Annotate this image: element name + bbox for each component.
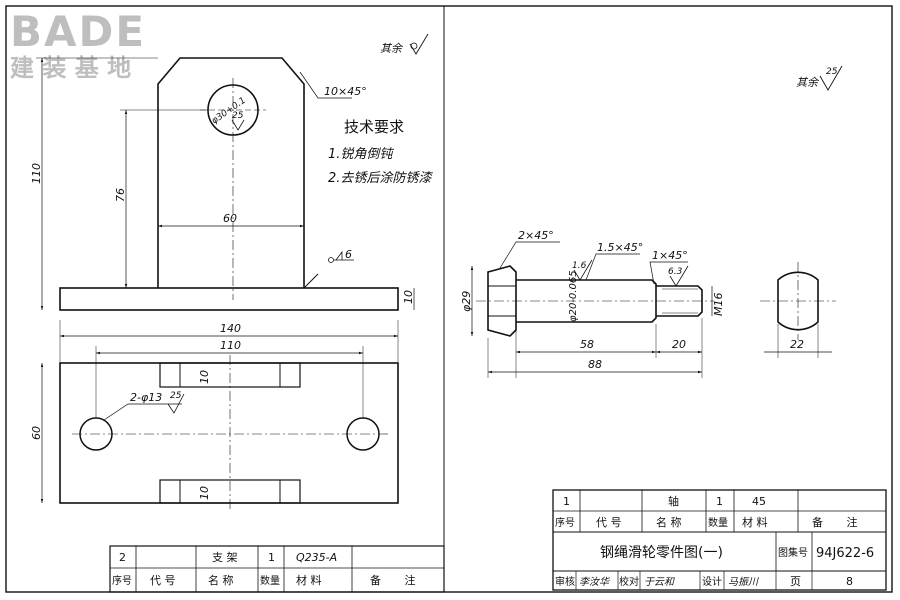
review-name: 李汝华 xyxy=(579,576,610,588)
dim-76-height: 76 xyxy=(114,188,127,202)
hole-roughness: 25 xyxy=(232,111,244,121)
watermark-logo: BADE 建 装 基 地 xyxy=(10,7,146,82)
dim-20: 20 xyxy=(672,338,686,351)
shaft-elevation xyxy=(476,265,714,337)
right-rest-roughness-value: 25 xyxy=(826,67,838,77)
check-name: 于云和 xyxy=(644,576,675,588)
tech-requirements: 技术要求 1.锐角倒钝 2.去锈后涂防锈漆 xyxy=(328,118,433,186)
rtb-qty: 1 xyxy=(716,495,723,508)
review-label: 审核 xyxy=(555,575,575,588)
shaft-end-view: 22 xyxy=(760,262,836,358)
right-rest-roughness-label: 其余 xyxy=(796,76,820,89)
design-name: 马振川 xyxy=(728,576,759,588)
chamfer-1-5x45: 1.5×45° xyxy=(597,241,643,254)
ltb-h-remark: 备 注 xyxy=(370,573,426,587)
tech-req-item-1: 1.锐角倒钝 xyxy=(328,147,394,162)
dim-88: 88 xyxy=(588,358,602,371)
rtb-h-material: 材 料 xyxy=(742,515,768,529)
ltb-h-qty: 数量 xyxy=(260,574,280,587)
chamfer-label: 10×45° xyxy=(324,85,367,98)
dim-60-width: 60 xyxy=(223,212,237,225)
ltb-h-material: 材 料 xyxy=(296,573,322,587)
sheet-border xyxy=(5,5,893,593)
plan-dimensions: 140 110 10 10 60 2-φ13 25 xyxy=(30,320,399,503)
dim-thread: M16 xyxy=(712,293,725,317)
dim-head-dia: φ29 xyxy=(460,291,473,312)
design-label: 设计 xyxy=(702,575,722,588)
dim-110-length: 110 xyxy=(220,339,241,352)
ltb-h-code: 代 号 xyxy=(150,574,176,587)
dim-plate-thickness: 10 xyxy=(402,290,415,304)
dim-60-plan: 60 xyxy=(30,426,43,440)
weld-size: 6 xyxy=(345,248,352,261)
ltb-no: 2 xyxy=(119,551,126,564)
rtb-name: 轴 xyxy=(668,494,679,508)
slot-10-top: 10 xyxy=(198,370,211,384)
shaft-dimensions: φ29 φ20-0.065 M16 58 20 88 2×45° 1.5×45°… xyxy=(460,229,725,378)
page-label: 页 xyxy=(790,575,801,588)
tech-req-title: 技术要求 xyxy=(344,118,404,136)
roughness-6-3: 6.3 xyxy=(668,267,683,277)
rtb-h-remark: 备 注 xyxy=(812,515,868,529)
bracket-elevation xyxy=(59,57,399,311)
tech-req-item-2: 2.去锈后涂防锈漆 xyxy=(328,170,433,186)
dim-shaft-dia: φ20-0.065 xyxy=(568,270,579,322)
chamfer-1x45: 1×45° xyxy=(652,249,688,262)
dim-140: 140 xyxy=(220,322,241,335)
atlas-label: 图集号 xyxy=(778,546,808,559)
roughness-1-6: 1.6 xyxy=(572,261,587,271)
bracket-plan xyxy=(59,355,399,512)
ltb-qty: 1 xyxy=(268,551,275,564)
rtb-no: 1 xyxy=(563,495,570,508)
dim-58: 58 xyxy=(580,338,594,351)
holes-label: 2-φ13 xyxy=(130,391,162,404)
ltb-name: 支 架 xyxy=(212,551,238,564)
holes-roughness: 25 xyxy=(170,391,182,401)
ltb-h-no: 序号 xyxy=(112,574,132,587)
watermark-subtitle: 建 装 基 地 xyxy=(10,54,131,82)
dim-22-flat: 22 xyxy=(790,338,804,351)
rtb-h-qty: 数量 xyxy=(708,516,728,529)
watermark-brand: BADE xyxy=(10,7,146,56)
chamfer-2x45: 2×45° xyxy=(518,229,554,242)
ltb-material: Q235-A xyxy=(296,551,337,564)
rtb-h-no: 序号 xyxy=(555,516,575,529)
rtb-h-code: 代 号 xyxy=(596,516,622,529)
atlas-number: 94J622-6 xyxy=(816,546,874,561)
left-title-block: 2 支 架 1 Q235-A 序号 代 号 名 称 数量 材 料 备 注 xyxy=(109,545,445,593)
slot-10-bottom: 10 xyxy=(198,486,211,500)
right-title-block: 1 轴 1 45 序号 代 号 名 称 数量 材 料 备 注 钢绳滑轮零件图(一… xyxy=(552,489,887,591)
drawing-title: 钢绳滑轮零件图(一) xyxy=(600,544,723,561)
check-label: 校对 xyxy=(619,575,639,588)
ltb-h-name: 名 称 xyxy=(208,573,234,587)
left-rest-roughness-label: 其余 xyxy=(380,42,404,55)
page-number: 8 xyxy=(846,575,853,588)
dim-110-height: 110 xyxy=(30,163,43,184)
rtb-h-name: 名 称 xyxy=(656,515,682,529)
rtb-material: 45 xyxy=(752,495,766,508)
